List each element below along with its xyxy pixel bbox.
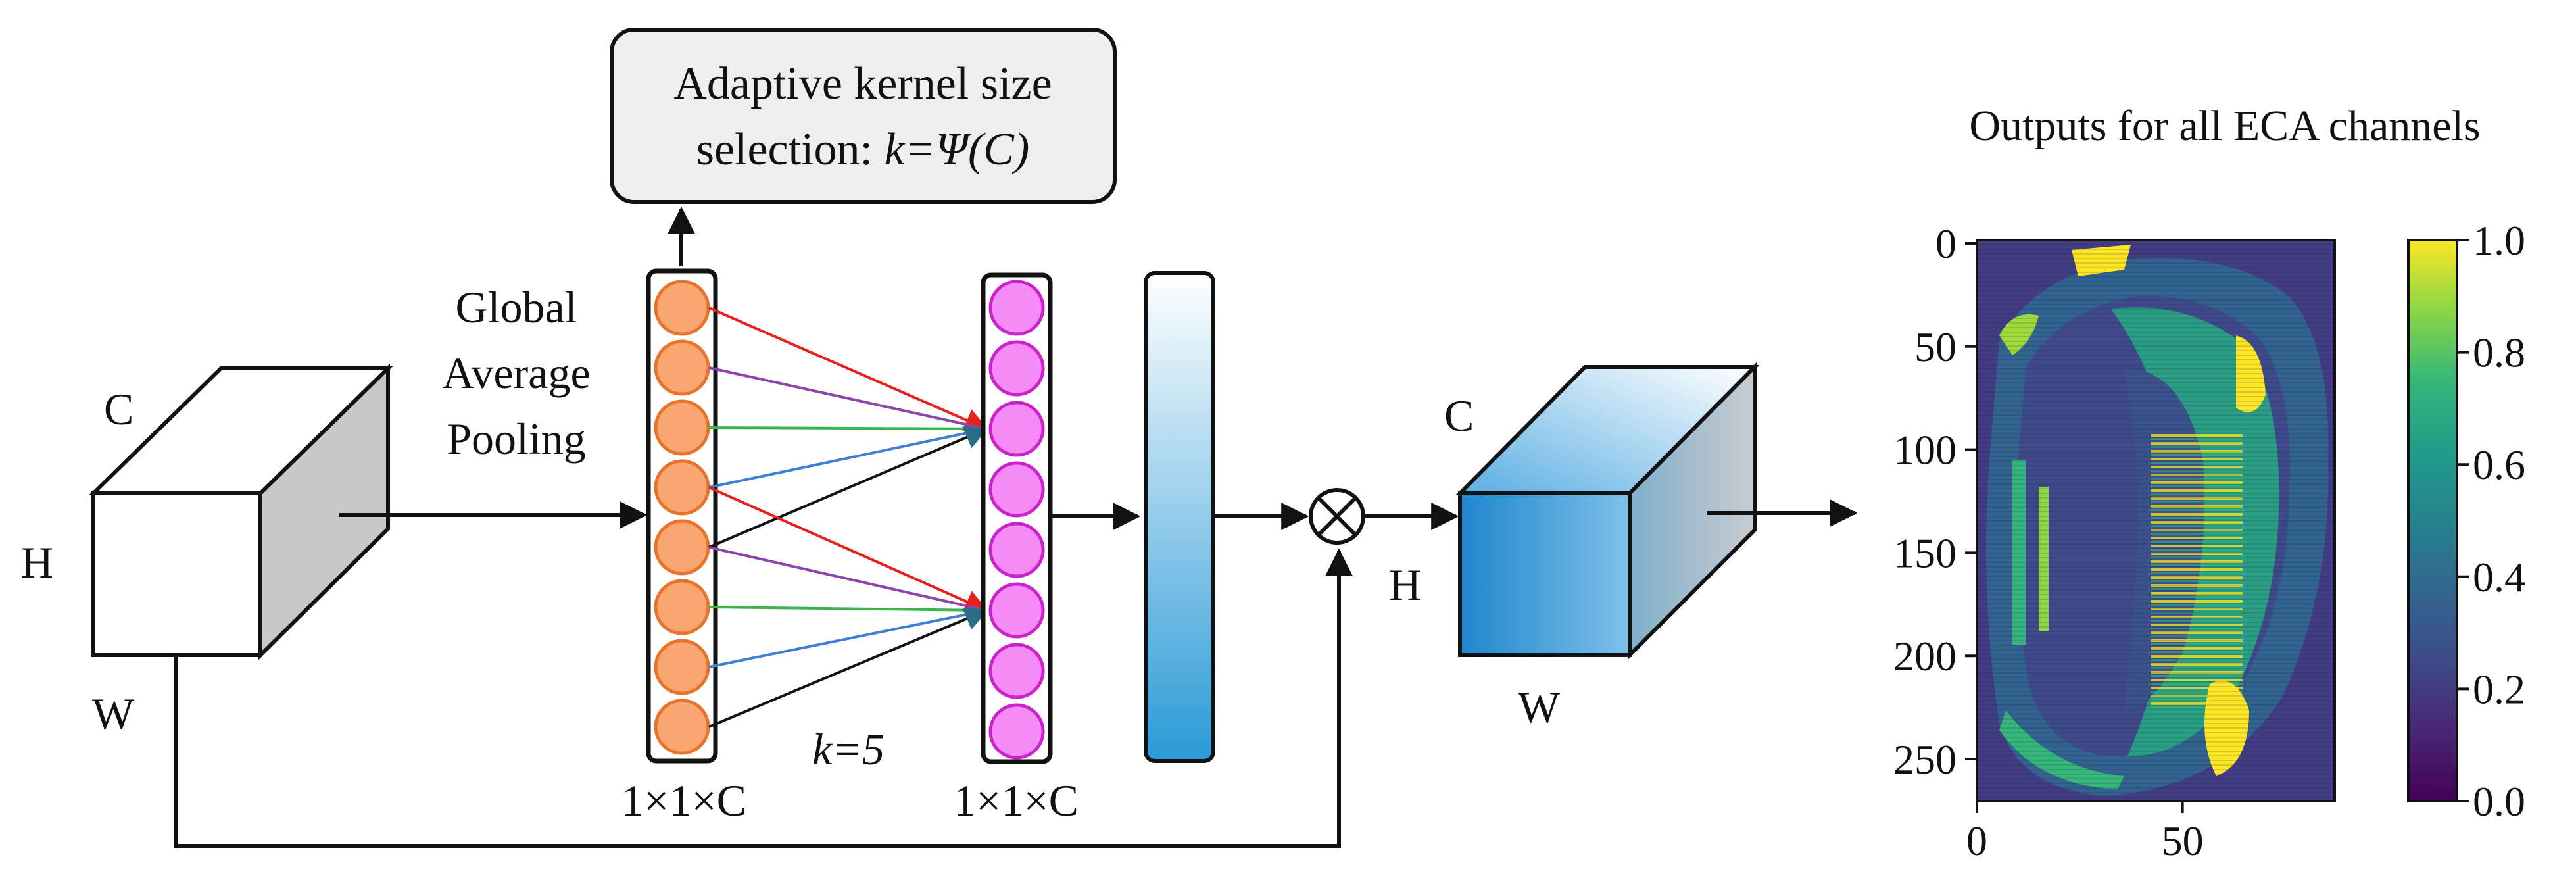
conv-node — [988, 703, 1045, 760]
gap-label-line3: Pooling — [447, 414, 586, 464]
conv-connection — [708, 426, 989, 549]
conv-connection — [708, 307, 989, 431]
colorbar — [2407, 239, 2458, 802]
colorbar-tick-label: 0.6 — [2473, 441, 2525, 488]
heatmap-scanlines — [1977, 240, 2335, 798]
skip-connection-arrow — [174, 548, 1353, 848]
kernel-size-box: Adaptive kernel size selection: k=Ψ(C) — [610, 28, 1117, 204]
colorbar-tick-label: 1.0 — [2473, 217, 2525, 264]
gap-label-line1: Global — [455, 282, 577, 332]
pooled-node — [654, 519, 710, 576]
pooled-node — [654, 280, 710, 336]
input-feature-cube — [88, 363, 393, 660]
input-dim-w: W — [92, 689, 135, 739]
kernel-box-line1: Adaptive kernel size — [673, 59, 1052, 109]
gap-label-line2: Average — [442, 348, 590, 398]
pooled-vector-nodes — [654, 280, 710, 755]
colorbar-tick-label: 0.2 — [2473, 666, 2525, 712]
output-dim-h: H — [1389, 560, 1421, 610]
conv-connection — [708, 366, 987, 430]
pooled-node — [654, 339, 710, 396]
pooled-node — [654, 579, 710, 635]
input-dim-h: H — [21, 537, 53, 587]
y-tick-label: 150 — [1893, 529, 1956, 576]
conv-connection — [708, 486, 989, 613]
conv-node — [988, 522, 1045, 578]
pooled-node — [654, 399, 710, 456]
output-dim-w: W — [1518, 682, 1561, 732]
pooled-vector-dims: 1×1×C — [621, 775, 746, 825]
colorbar-tick-label: 0.8 — [2473, 330, 2525, 376]
conv-connection — [708, 606, 987, 612]
heatmap-x-axis: 0 50 — [1966, 801, 2204, 864]
pooled-node — [654, 459, 710, 516]
heatmap-image — [1976, 239, 2336, 802]
conv-connection — [708, 607, 989, 728]
attention-weights-bar — [1144, 271, 1215, 763]
conv-node — [988, 582, 1045, 639]
output-feature-cube — [1455, 362, 1760, 660]
conv-connection — [708, 428, 987, 489]
input-dim-c: C — [104, 384, 134, 434]
y-tick-label: 250 — [1893, 736, 1956, 783]
y-tick-label: 100 — [1893, 427, 1956, 474]
conv-node — [988, 461, 1045, 518]
conv-connection — [708, 546, 987, 612]
conv1d-connections — [708, 307, 989, 728]
conv-output-vector — [981, 272, 1053, 764]
conv-connection — [708, 609, 987, 668]
y-tick-label: 50 — [1914, 324, 1956, 370]
pooled-vector — [646, 268, 718, 764]
kernel-box-line2: selection: k=Ψ(C) — [696, 124, 1030, 175]
pooled-node — [654, 639, 710, 695]
x-tick-label: 50 — [2162, 818, 2204, 864]
y-tick-label: 200 — [1893, 633, 1956, 679]
conv-output-dims: 1×1×C — [954, 775, 1079, 825]
conv-node — [988, 643, 1045, 699]
y-tick-label: 0 — [1935, 220, 1956, 267]
colorbar-tick-label: 0.0 — [2473, 778, 2525, 825]
colorbar-axis: 1.0 0.8 0.6 0.4 0.2 0.0 — [2457, 217, 2525, 825]
conv-output-nodes — [988, 280, 1045, 760]
kernel-size-label: k=5 — [812, 724, 885, 774]
multiply-icon — [1309, 488, 1365, 545]
pooled-node — [654, 699, 710, 755]
conv-node — [988, 401, 1045, 457]
heatmap-title: Outputs for all ECA channels — [1969, 102, 2480, 150]
x-tick-label: 0 — [1966, 818, 1987, 864]
colorbar-tick-label: 0.4 — [2473, 554, 2525, 601]
heatmap-y-axis: 0 50 100 150 200 250 — [1893, 220, 1977, 783]
conv-node — [988, 340, 1045, 397]
output-dim-c: C — [1444, 391, 1474, 441]
conv-connection — [708, 426, 987, 430]
conv-node — [988, 280, 1045, 336]
